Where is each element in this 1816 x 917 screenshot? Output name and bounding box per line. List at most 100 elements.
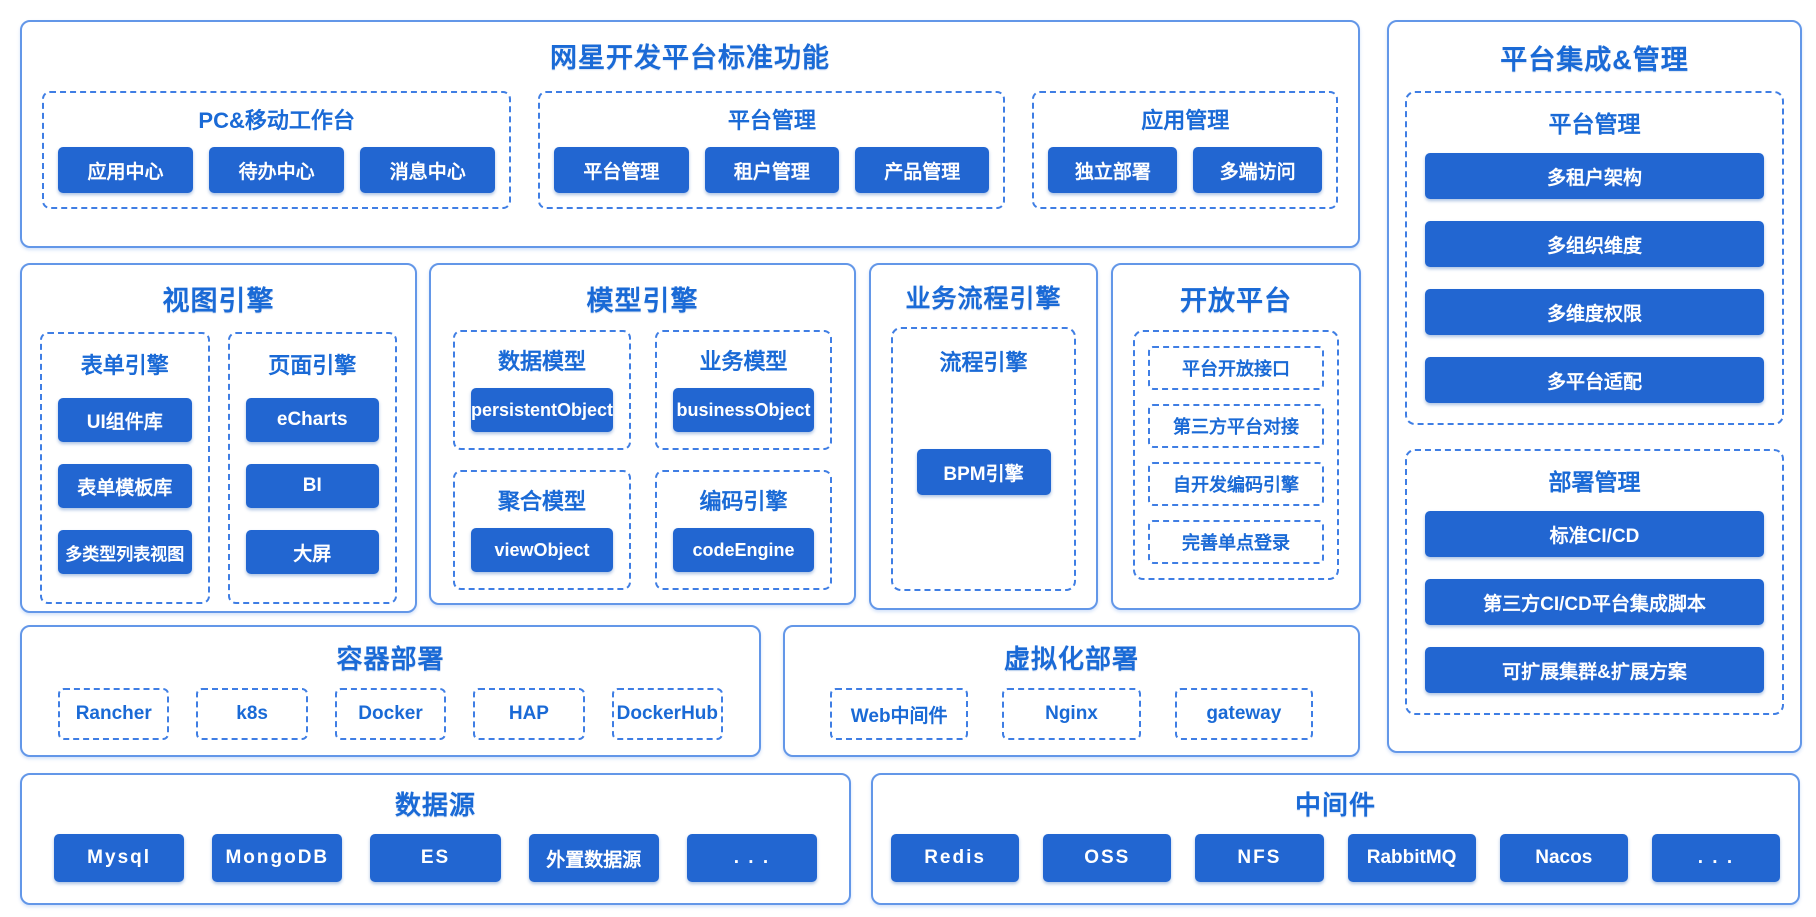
button-standard-cicd: 标准CI/CD [1425,511,1764,557]
chip-web-middleware: Web中间件 [830,688,969,740]
group-form-engine: 表单引擎 UI组件库 表单模板库 多类型列表视图 [40,332,210,604]
group-title: 平台管理 [1548,111,1641,137]
section-view-engine: 视图引擎 表单引擎 UI组件库 表单模板库 多类型列表视图 页面引擎 eChar… [20,263,417,613]
button-multi-type-list-view: 多类型列表视图 [58,530,192,574]
chip-docker: Docker [334,688,447,740]
button-es: ES [370,834,501,882]
group-code-engine: 编码引擎 codeEngine [655,470,832,590]
model-engine-grid: 数据模型 persistentObject 业务模型 businessObjec… [431,330,854,590]
section-container-deploy: 容器部署 Rancher k8s Docker HAP DockerHub [20,625,761,757]
chip-dockerhub: DockerHub [611,688,724,740]
group-data-model: 数据模型 persistentObject [453,330,632,450]
button-standalone-deploy: 独立部署 [1048,147,1178,193]
container-deploy-items: Rancher k8s Docker HAP DockerHub [22,688,759,740]
data-source-items: Mysql MongoDB ES 外置数据源 . . . [22,834,849,882]
button-rabbitmq: RabbitMQ [1347,834,1476,882]
button-ui-component-lib: UI组件库 [58,398,192,442]
section-model-engine: 模型引擎 数据模型 persistentObject 业务模型 business… [429,263,856,605]
group-pc-mobile-workbench: PC&移动工作台 应用中心 待办中心 消息中心 [42,91,512,209]
group-page-engine: 页面引擎 eCharts BI 大屏 [227,332,397,604]
button-echarts: eCharts [245,398,379,442]
chip-k8s: k8s [196,688,308,740]
section-open-platform: 开放平台 平台开放接口 第三方平台对接 自开发编码引擎 完善单点登录 [1111,263,1361,610]
section-title: 模型引擎 [586,286,699,316]
middleware-items: Redis OSS NFS RabbitMQ Nacos . . . [873,834,1798,882]
section-title: 平台集成&管理 [1500,45,1689,75]
button-platform-mgmt: 平台管理 [554,147,689,193]
button-row: 平台管理 租户管理 产品管理 [554,147,990,193]
button-todo-center: 待办中心 [209,147,345,193]
open-platform-list: 平台开放接口 第三方平台对接 自开发编码引擎 完善单点登录 [1133,330,1339,580]
button-more-middleware: . . . [1651,834,1781,882]
group-title: 平台管理 [727,108,816,133]
button-code-engine: codeEngine [673,528,814,572]
group-title: 业务模型 [699,349,788,374]
group-deploy-mgmt: 部署管理 标准CI/CD 第三方CI/CD平台集成脚本 可扩展集群&扩展方案 [1405,449,1784,715]
group-title: 流程引擎 [939,350,1028,375]
button-multi-tenant-arch: 多租户架构 [1425,153,1764,199]
button-more-datasource: . . . [686,834,818,882]
button-nfs: NFS [1195,834,1324,882]
group-title: PC&移动工作台 [198,108,355,133]
button-tenant-mgmt: 租户管理 [704,147,840,193]
chip-rancher: Rancher [58,688,170,740]
button-form-template-lib: 表单模板库 [58,464,192,508]
standard-groups: PC&移动工作台 应用中心 待办中心 消息中心 平台管理 平台管理 租户管理 产… [22,91,1358,209]
button-multi-dimension-permission: 多维度权限 [1425,289,1764,335]
group-business-model: 业务模型 businessObject [655,330,832,450]
group-title: 部署管理 [1548,469,1641,495]
chip-gateway: gateway [1174,688,1313,740]
section-title: 容器部署 [336,644,445,674]
virtual-deploy-items: Web中间件 Nginx gateway [785,688,1358,740]
group-int-platform-mgmt: 平台管理 多租户架构 多组织维度 多维度权限 多平台适配 [1405,91,1784,425]
button-row: 应用中心 待办中心 消息中心 [58,147,496,193]
section-title: 视图引擎 [162,286,275,316]
chip-platform-open-api: 平台开放接口 [1148,346,1324,390]
button-mongodb: MongoDB [212,834,343,882]
section-title: 数据源 [394,790,476,820]
section-title: 网星开发平台标准功能 [550,43,830,73]
section-title: 业务流程引擎 [905,285,1062,313]
section-integration-mgmt: 平台集成&管理 平台管理 多租户架构 多组织维度 多维度权限 多平台适配 部署管… [1387,20,1802,753]
group-title: 数据模型 [498,349,587,374]
button-redis: Redis [891,834,1020,882]
section-title: 虚拟化部署 [1003,644,1139,674]
button-bi: BI [245,464,379,508]
button-row: 独立部署 多端访问 [1048,147,1322,193]
section-title: 开放平台 [1180,286,1292,316]
group-title: 编码引擎 [699,489,788,514]
button-mysql: Mysql [54,834,185,882]
chip-hap: HAP [473,688,585,740]
chip-nginx: Nginx [1002,688,1141,740]
section-title: 中间件 [1294,790,1376,820]
button-persistent-object: persistentObject [471,388,614,432]
button-multi-platform-adapt: 多平台适配 [1425,357,1764,403]
chip-third-party-integration: 第三方平台对接 [1148,404,1324,448]
group-title: 表单引擎 [80,353,169,378]
button-product-mgmt: 产品管理 [855,147,990,193]
button-big-screen: 大屏 [245,530,379,574]
group-app-mgmt: 应用管理 独立部署 多端访问 [1032,91,1338,209]
section-bpm-engine: 业务流程引擎 流程引擎 BPM引擎 [869,263,1098,610]
group-title: 页面引擎 [268,353,357,378]
button-view-object: viewObject [471,528,614,572]
button-scalable-cluster: 可扩展集群&扩展方案 [1425,647,1764,693]
button-app-center: 应用中心 [58,147,194,193]
chip-self-dev-code-engine: 自开发编码引擎 [1148,462,1324,506]
button-business-object: businessObject [673,388,814,432]
button-third-party-cicd-script: 第三方CI/CD平台集成脚本 [1425,579,1764,625]
button-oss: OSS [1043,834,1172,882]
button-message-center: 消息中心 [360,147,496,193]
group-title: 应用管理 [1141,108,1230,133]
button-multi-client-access: 多端访问 [1193,147,1322,193]
section-middleware: 中间件 Redis OSS NFS RabbitMQ Nacos . . . [871,773,1800,905]
button-external-datasource: 外置数据源 [528,834,659,882]
button-bpm-engine: BPM引擎 [916,449,1051,495]
group-aggregate-model: 聚合模型 viewObject [453,470,632,590]
group-platform-mgmt: 平台管理 平台管理 租户管理 产品管理 [538,91,1006,209]
chip-sso-login: 完善单点登录 [1148,520,1324,564]
section-standard-platform: 网星开发平台标准功能 PC&移动工作台 应用中心 待办中心 消息中心 平台管理 … [20,20,1360,248]
section-virtual-deploy: 虚拟化部署 Web中间件 Nginx gateway [783,625,1360,757]
group-process-engine: 流程引擎 BPM引擎 [891,327,1076,591]
